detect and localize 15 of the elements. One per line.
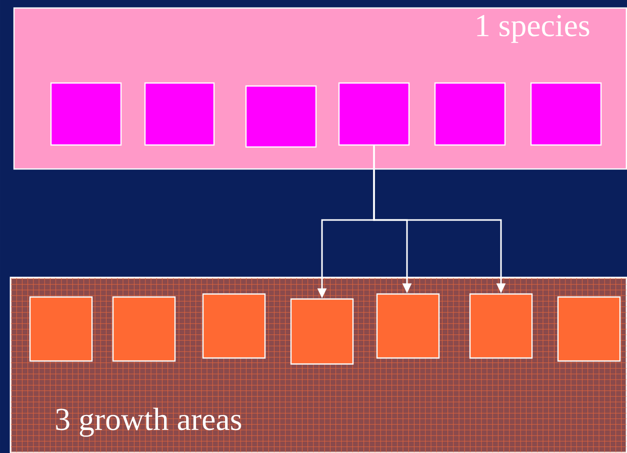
square [376, 293, 440, 359]
square [112, 296, 176, 362]
panel-title: 1 species [477, 15, 590, 43]
panel-title: 3 growth areas [56, 408, 242, 437]
square [50, 82, 122, 146]
square [290, 298, 354, 365]
square [530, 82, 602, 146]
square [434, 82, 506, 146]
square [202, 293, 266, 359]
square [338, 82, 410, 146]
square [469, 293, 533, 359]
square [245, 85, 317, 148]
square [144, 82, 215, 146]
square [557, 296, 621, 362]
square [29, 296, 93, 362]
